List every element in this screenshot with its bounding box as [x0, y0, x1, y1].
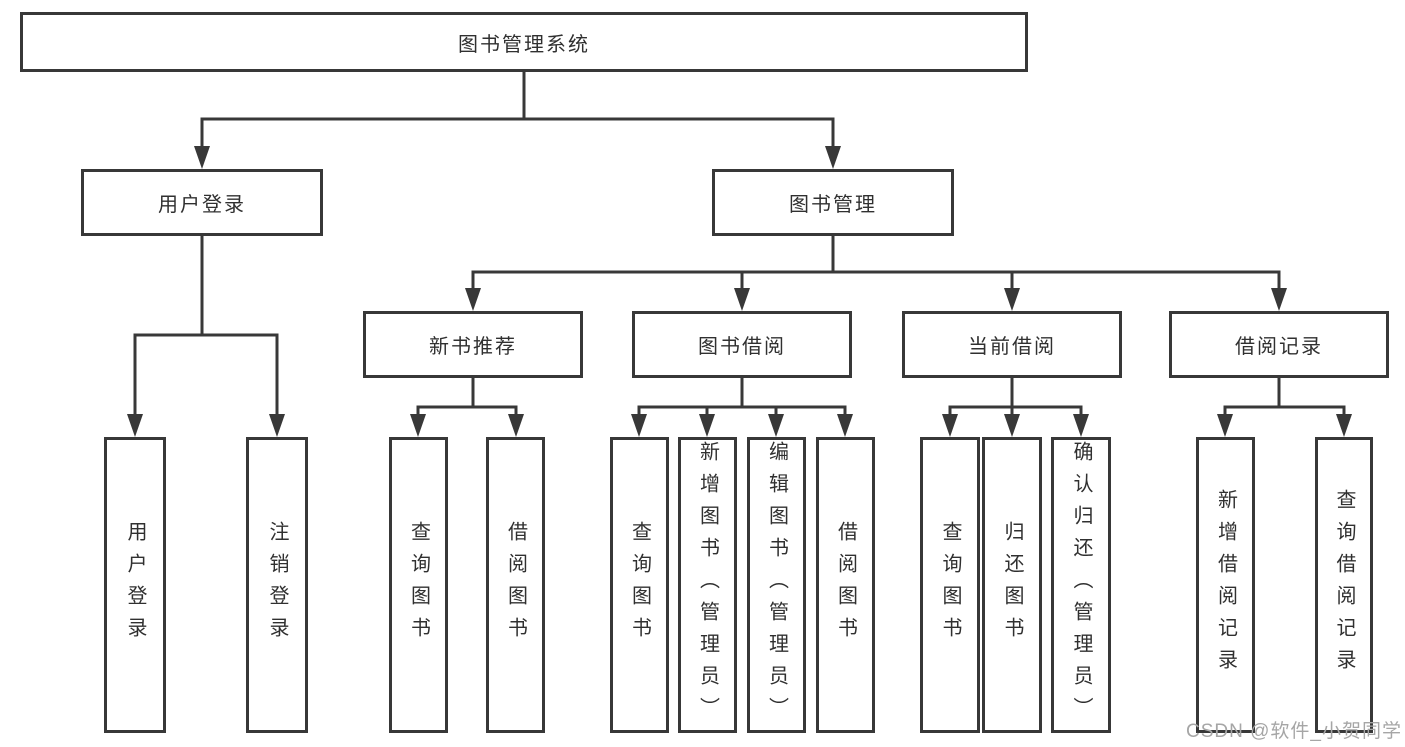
node-user-login: 用户登录: [81, 169, 323, 236]
node-root-system: 图书管理系统: [20, 12, 1028, 72]
leaf-add-borrow-record: 新增借阅记录: [1196, 437, 1255, 733]
leaf-query-books-recommend: 查询图书: [389, 437, 448, 733]
node-borrow-record: 借阅记录: [1169, 311, 1389, 378]
arrowheads: [127, 146, 1352, 437]
leaf-query-books-current: 查询图书: [920, 437, 980, 733]
leaf-add-book-admin: 新增图书（管理员）: [678, 437, 737, 733]
leaf-query-borrow-record: 查询借阅记录: [1315, 437, 1373, 733]
leaf-return-book: 归还图书: [982, 437, 1042, 733]
node-current-borrow: 当前借阅: [902, 311, 1122, 378]
leaf-confirm-return-admin: 确认归还（管理员）: [1051, 437, 1111, 733]
leaf-edit-book-admin: 编辑图书（管理员）: [747, 437, 806, 733]
node-book-management: 图书管理: [712, 169, 954, 236]
node-book-borrow: 图书借阅: [632, 311, 852, 378]
csdn-watermark: CSDN @软件_小贺同学: [1186, 721, 1402, 742]
leaf-user-login: 用户登录: [104, 437, 166, 733]
node-new-book-recommend: 新书推荐: [363, 311, 583, 378]
leaf-borrow-books-recommend: 借阅图书: [486, 437, 545, 733]
leaf-query-books-borrow: 查询图书: [610, 437, 669, 733]
leaf-logout: 注销登录: [246, 437, 308, 733]
leaf-borrow-books: 借阅图书: [816, 437, 875, 733]
